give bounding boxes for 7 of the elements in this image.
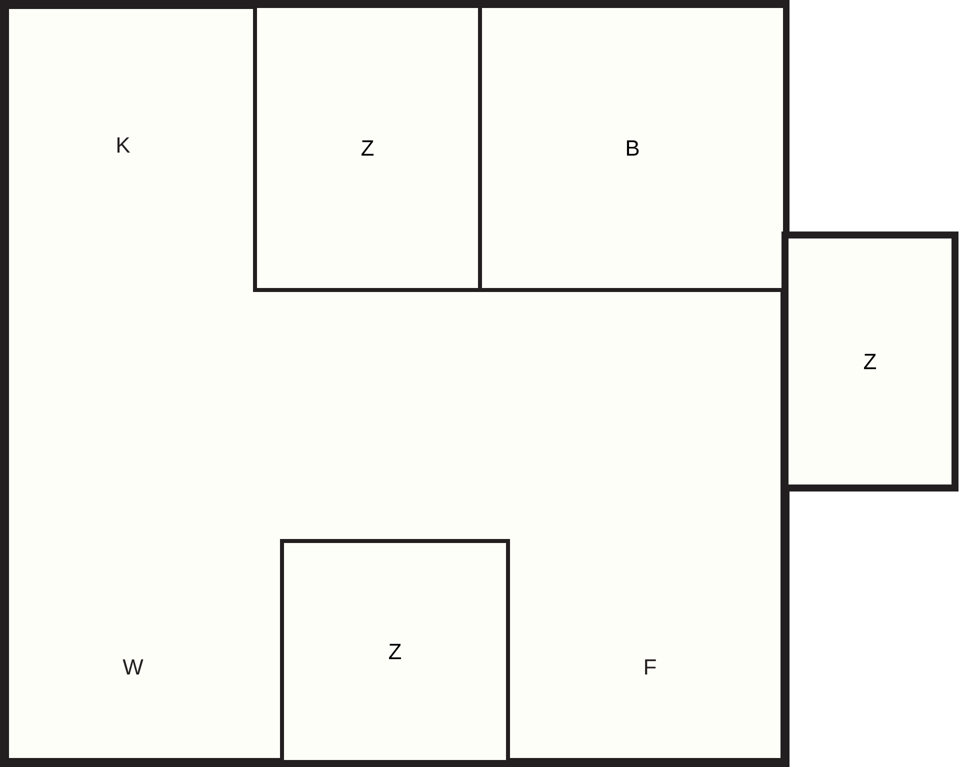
room: B bbox=[478, 4, 787, 292]
room: Z bbox=[253, 4, 482, 292]
room: Z bbox=[280, 539, 510, 764]
room: Z bbox=[782, 232, 958, 492]
room-label: F bbox=[645, 659, 656, 675]
room-label: K bbox=[117, 137, 130, 153]
room-label: W bbox=[122, 659, 144, 675]
